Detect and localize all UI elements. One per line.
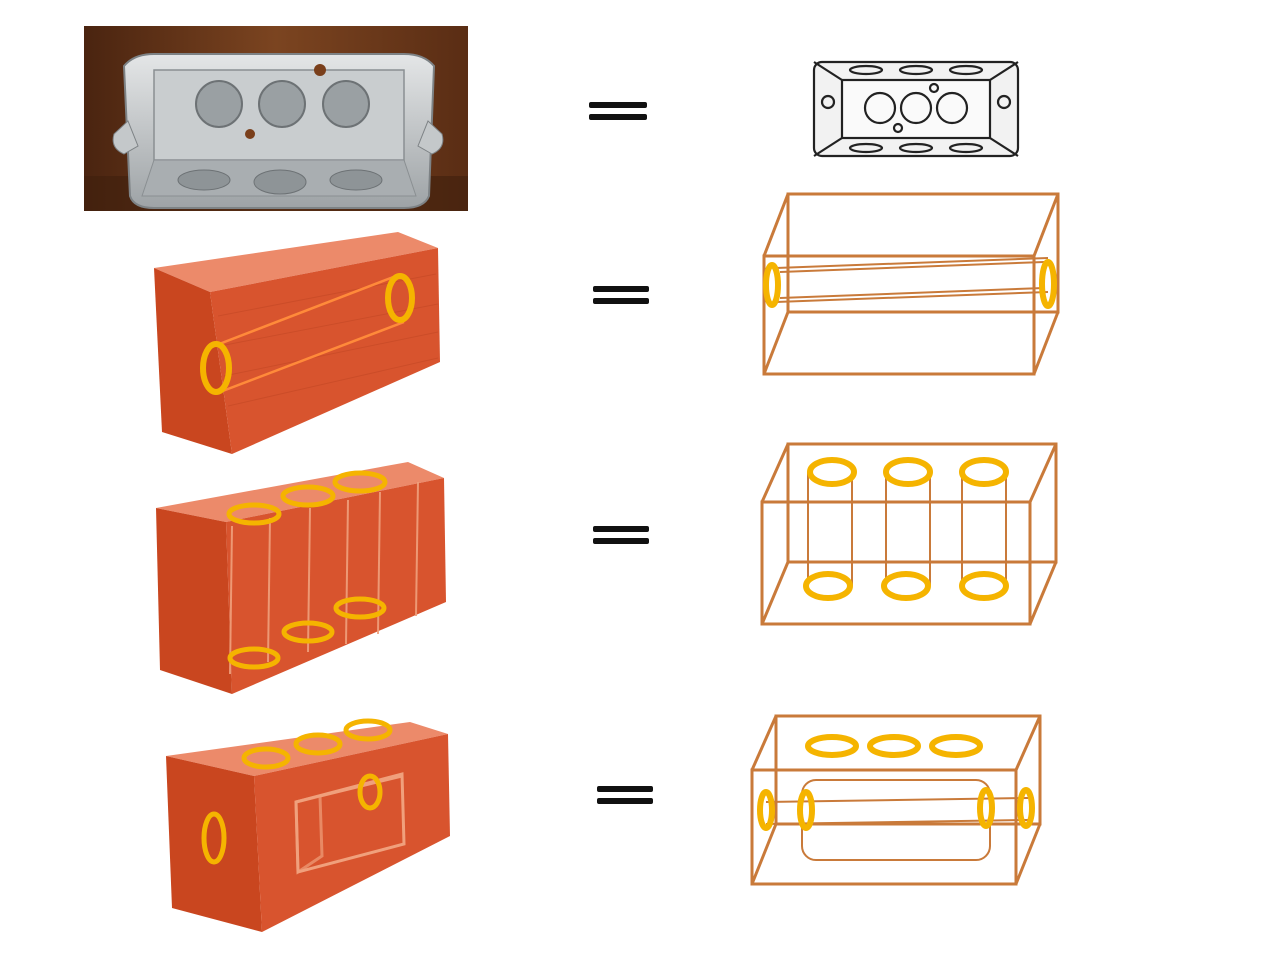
wire-box-through-channel (758, 188, 1066, 380)
line-art-junction-box (808, 58, 1024, 160)
equals-sign-4 (596, 784, 658, 808)
wire-box-cavity-with-ports (746, 712, 1046, 890)
brick-through-channel (148, 226, 444, 456)
wire-box-vertical-channels (756, 440, 1062, 630)
brick-vertical-channels (150, 456, 450, 696)
equals-sign-1 (588, 100, 650, 124)
photo-metal-junction-box (84, 26, 468, 211)
brick-cavity-with-ports (162, 716, 454, 934)
equals-sign-3 (592, 524, 654, 548)
equals-sign-2 (592, 284, 654, 308)
